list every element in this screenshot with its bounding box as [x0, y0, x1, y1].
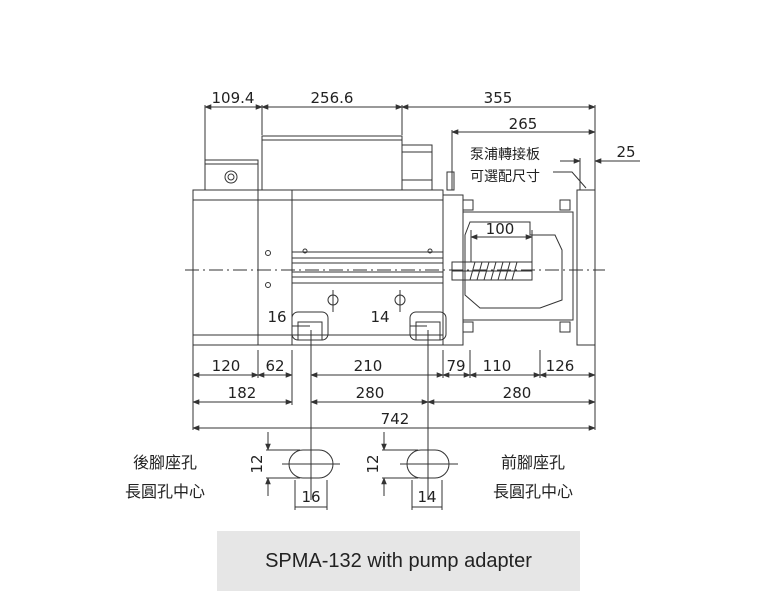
- dim-265: 265: [509, 115, 538, 133]
- caption: SPMA-132 with pump adapter: [265, 549, 532, 572]
- dim-280-left: 280: [356, 384, 385, 402]
- bottom-dimensions: [192, 345, 596, 431]
- front-slot-height: 12: [364, 454, 382, 473]
- rear-foot-label-1: 後腳座孔: [133, 453, 197, 472]
- dim-25: 25: [616, 143, 635, 161]
- dim-355: 355: [484, 89, 513, 107]
- dim-210: 210: [354, 357, 383, 375]
- front-foot-label-1: 前腳座孔: [501, 453, 565, 472]
- dim-120: 120: [212, 357, 241, 375]
- front-slot-detail: [381, 432, 458, 510]
- foot-offset-front: 14: [370, 308, 389, 326]
- dim-182: 182: [228, 384, 257, 402]
- dim-256-6: 256.6: [311, 89, 354, 107]
- rear-slot-height: 12: [248, 454, 266, 473]
- dim-742: 742: [381, 410, 410, 428]
- caption-box: SPMA-132 with pump adapter: [217, 531, 580, 591]
- dim-126: 126: [546, 357, 575, 375]
- rear-foot-label-2: 長圓孔中心: [125, 482, 205, 501]
- dim-62: 62: [265, 357, 284, 375]
- dim-100: 100: [486, 220, 515, 238]
- dim-280-right: 280: [503, 384, 532, 402]
- note-line-1: 泵浦轉接板: [470, 146, 540, 163]
- note-line-2: 可選配尺寸: [470, 169, 540, 185]
- front-slot-width: 14: [417, 488, 436, 506]
- dim-79: 79: [446, 357, 465, 375]
- foot-offset-rear: 16: [267, 308, 286, 326]
- dim-109-4: 109.4: [212, 89, 255, 107]
- rear-slot-detail: [265, 432, 340, 510]
- coupling-hatch: [469, 261, 518, 281]
- inner-dimension: [470, 230, 533, 262]
- motor-body: [192, 135, 596, 346]
- front-foot-label-2: 長圓孔中心: [493, 482, 573, 501]
- rear-slot-width: 16: [301, 488, 320, 506]
- dim-110: 110: [483, 357, 512, 375]
- top-dimensions: [204, 104, 640, 190]
